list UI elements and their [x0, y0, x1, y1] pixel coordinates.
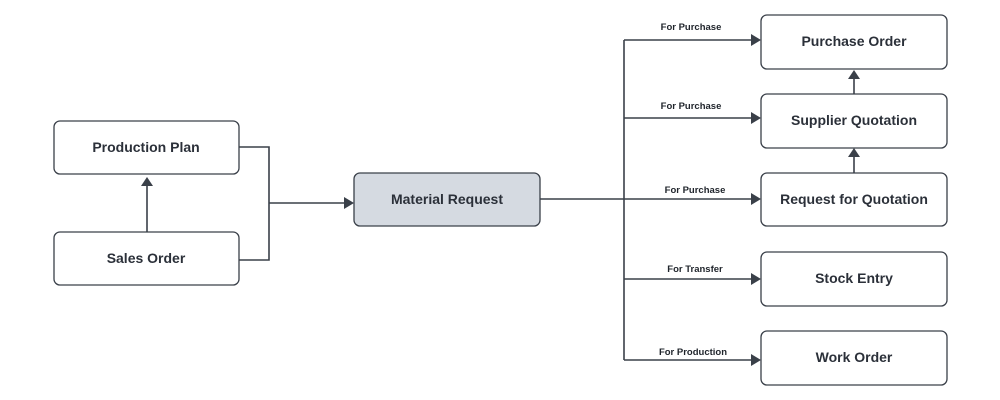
connector-to-purchase-order: [624, 34, 761, 46]
connector-supplier-quotation-to-purchase-order: [848, 70, 860, 94]
node-purchase-order[interactable]: Purchase Order: [760, 14, 948, 70]
edge-label-for-purchase: For Purchase: [665, 185, 726, 196]
edge-label-for-production: For Production: [659, 347, 727, 358]
node-request-for-quotation[interactable]: Request for Quotation: [760, 172, 948, 227]
node-supplier-quotation[interactable]: Supplier Quotation: [760, 93, 948, 149]
node-production-plan[interactable]: Production Plan: [53, 120, 240, 175]
node-supplier-quotation-label: Supplier Quotation: [791, 112, 917, 128]
node-material-request-label: Material Request: [391, 191, 503, 207]
connector-to-request-for-quotation: [624, 193, 761, 205]
node-stock-entry-label: Stock Entry: [815, 270, 893, 286]
node-sales-order-label: Sales Order: [107, 250, 186, 266]
connector-left-group-to-material-request: [239, 146, 354, 261]
node-work-order-label: Work Order: [816, 349, 893, 365]
node-purchase-order-label: Purchase Order: [801, 33, 907, 49]
edge-label-for-purchase: For Purchase: [661, 101, 722, 112]
connector-material-request-branches: [540, 40, 625, 360]
node-sales-order[interactable]: Sales Order: [53, 231, 240, 286]
connector-sales-order-to-production-plan: [141, 177, 153, 232]
node-work-order[interactable]: Work Order: [760, 330, 948, 386]
connector-rfq-to-supplier-quotation: [848, 148, 860, 173]
edge-label-for-purchase: For Purchase: [661, 22, 722, 33]
connector-to-supplier-quotation: [624, 112, 761, 124]
edge-label-for-transfer: For Transfer: [667, 264, 723, 275]
connector-to-stock-entry: [624, 273, 761, 285]
node-production-plan-label: Production Plan: [92, 139, 199, 155]
node-request-for-quotation-label: Request for Quotation: [780, 191, 928, 207]
node-material-request[interactable]: Material Request: [353, 172, 541, 227]
connector-to-work-order: [624, 354, 761, 366]
node-stock-entry[interactable]: Stock Entry: [760, 251, 948, 307]
